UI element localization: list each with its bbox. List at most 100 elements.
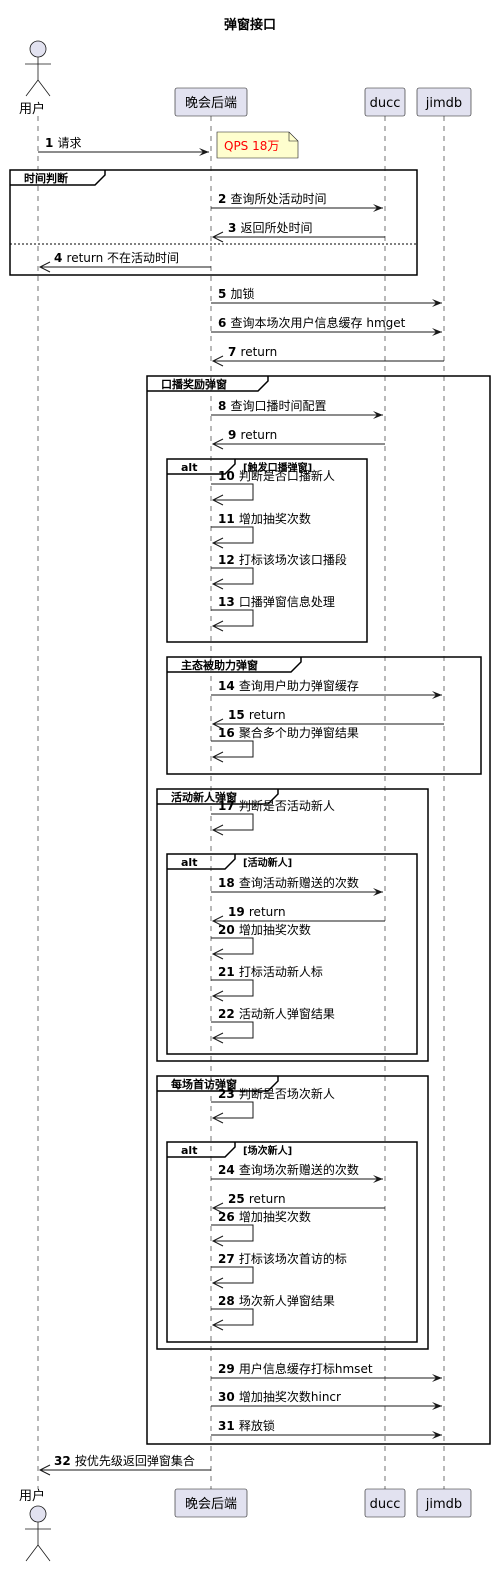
participant-label: jimdb xyxy=(425,96,462,111)
arrow-head-icon xyxy=(38,1464,51,1476)
arrow-head-icon xyxy=(211,824,224,836)
message-label: 26 增加抽奖次数 xyxy=(218,1209,311,1224)
message-5: 5 加锁 xyxy=(211,286,442,307)
fragment-tab xyxy=(167,657,302,673)
participant-user-top: 用户 xyxy=(19,40,51,117)
message-2: 2 查询所处活动时间 xyxy=(211,192,383,212)
arrow-head-icon xyxy=(432,299,442,307)
arrow-head-icon xyxy=(211,1235,224,1247)
fragment-tab xyxy=(167,1142,236,1158)
fragment-frame xyxy=(166,656,482,775)
fragment-frame xyxy=(166,1141,418,1343)
arrow-head-icon xyxy=(211,1319,224,1331)
message-label: 11 增加抽奖次数 xyxy=(218,511,311,526)
message-27: 27 打标该场次首访的标 xyxy=(211,1251,347,1289)
message-line xyxy=(211,937,254,955)
message-14: 14 查询用户助力弹窗缓存 xyxy=(211,678,442,699)
participant-ducc-top: ducc xyxy=(364,87,406,117)
participant-backend-bottom: 晚会后端 xyxy=(174,1488,248,1518)
fragment-3: alt[触发口播弹窗] xyxy=(166,458,368,643)
message-line xyxy=(211,567,254,585)
message-29: 29 用户信息缓存打标hmset xyxy=(211,1361,442,1382)
arrow-head-icon xyxy=(211,537,224,549)
message-4: 4 return 不在活动时间 xyxy=(38,251,211,273)
message-line xyxy=(211,1021,254,1039)
arrow-head-icon xyxy=(432,1402,442,1410)
arrow-head-icon xyxy=(211,438,224,450)
participant-box xyxy=(174,87,248,117)
message-label: 25 return xyxy=(228,1192,286,1206)
message-label: 2 查询所处活动时间 xyxy=(218,192,327,206)
actor-figure-icon xyxy=(25,1505,51,1562)
message-1: 1 请求 xyxy=(38,136,209,156)
message-label: 8 查询口播时间配置 xyxy=(218,399,327,413)
participant-box xyxy=(174,1488,248,1518)
arrow-head-icon xyxy=(211,948,224,960)
fragment-frame xyxy=(156,788,429,1062)
arrow-head-icon xyxy=(373,411,383,419)
arrow-head-icon xyxy=(211,355,224,367)
message-line xyxy=(211,526,254,544)
message-line xyxy=(211,483,254,501)
fragment-condition: [场次新人] xyxy=(243,1144,292,1157)
message-label: 30 增加抽奖次数hincr xyxy=(218,1389,341,1404)
arrow-head-icon xyxy=(38,261,51,273)
message-15: 15 return xyxy=(211,708,444,730)
fragment-tab xyxy=(147,376,269,392)
fragment-tab xyxy=(167,854,236,870)
participant-label: 用户 xyxy=(19,1488,45,1504)
participant-label: jimdb xyxy=(425,1497,462,1512)
message-label: 29 用户信息缓存打标hmset xyxy=(218,1361,373,1376)
participant-ducc-bottom: ducc xyxy=(364,1488,406,1518)
message-line xyxy=(211,609,254,627)
message-23: 23 判断是否场次新人 xyxy=(211,1086,335,1124)
message-19: 19 return xyxy=(211,905,385,927)
fragment-tab xyxy=(157,1076,279,1092)
message-label: 19 return xyxy=(228,905,286,919)
message-13: 13 口播弹窗信息处理 xyxy=(211,594,335,632)
message-26: 26 增加抽奖次数 xyxy=(211,1209,311,1247)
message-label: 5 加锁 xyxy=(218,286,255,301)
arrow-head-icon xyxy=(211,1112,224,1124)
message-label: 20 增加抽奖次数 xyxy=(218,922,311,937)
message-label: 21 打标活动新人标 xyxy=(218,964,323,979)
message-12: 12 打标该场次该口播段 xyxy=(211,552,347,590)
message-label: 10 判断是否口播新人 xyxy=(218,468,335,483)
qps-note: QPS 18万 xyxy=(216,131,299,159)
fragment-frame xyxy=(166,458,368,643)
message-8: 8 查询口播时间配置 xyxy=(211,399,383,419)
message-17: 17 判断是否活动新人 xyxy=(211,798,335,836)
message-7: 7 return xyxy=(211,345,444,367)
message-32: 32 按优先级返回弹窗集合 xyxy=(38,1453,211,1476)
fragment-7: 每场首访弹窗 xyxy=(156,1075,429,1350)
participant-box xyxy=(416,1488,472,1518)
message-label: 32 按优先级返回弹窗集合 xyxy=(54,1453,195,1468)
arrow-head-icon xyxy=(211,494,224,506)
fragment-label: 每场首访弹窗 xyxy=(171,1077,237,1091)
arrow-head-icon xyxy=(211,718,224,730)
message-label: 4 return 不在活动时间 xyxy=(54,251,179,265)
diagram-title: 弹窗接口 xyxy=(224,17,276,33)
note-text: QPS 18万 xyxy=(224,139,279,153)
participant-box xyxy=(364,87,406,117)
message-label: 12 打标该场次该口播段 xyxy=(218,552,347,567)
arrow-head-icon xyxy=(373,204,383,212)
message-label: 23 判断是否场次新人 xyxy=(218,1086,335,1101)
message-20: 20 增加抽奖次数 xyxy=(211,922,311,960)
arrow-head-icon xyxy=(211,1277,224,1289)
fragment-label: 活动新人弹窗 xyxy=(171,790,237,804)
arrow-head-icon xyxy=(211,1202,224,1214)
message-line xyxy=(211,1224,254,1242)
fragment-frame xyxy=(166,853,418,1055)
message-label: 3 返回所处时间 xyxy=(228,221,313,235)
participant-box xyxy=(364,1488,406,1518)
message-label: 22 活动新人弹窗结果 xyxy=(218,1006,335,1021)
fragment-label: 口播奖励弹窗 xyxy=(161,377,227,391)
arrow-head-icon xyxy=(211,915,224,927)
fragment-tab xyxy=(157,789,279,805)
message-label: 15 return xyxy=(228,708,286,722)
message-label: 28 场次新人弹窗结果 xyxy=(218,1293,335,1308)
fragment-tab xyxy=(10,170,106,186)
participant-box xyxy=(416,87,472,117)
participant-jimdb-bottom: jimdb xyxy=(416,1488,472,1518)
